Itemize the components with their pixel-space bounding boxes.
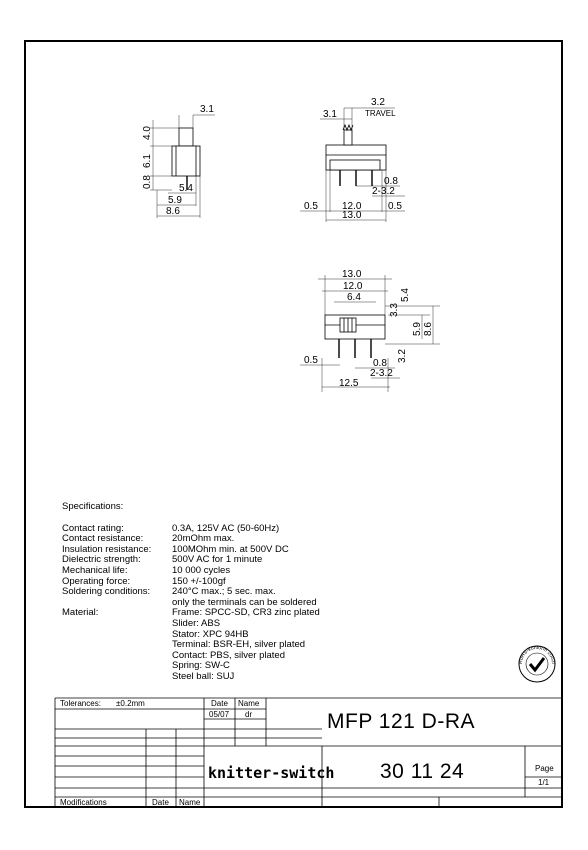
dim-label: 6.1 — [142, 154, 153, 168]
spec-row: Soldering conditions: 240°C max.; 5 sec. … — [62, 587, 320, 598]
spec-row: only the terminals can be soldered — [62, 596, 320, 609]
spec-value: 240°C max.; 5 sec. max. — [172, 586, 276, 598]
spec-label: Dielectric strength: — [62, 554, 141, 566]
dim-label: 5.9 — [412, 322, 423, 336]
spec-value: Stator: XPC 94HB — [172, 628, 249, 640]
dim-label: 3.1 — [323, 109, 337, 120]
mod-name-label: Name — [179, 798, 201, 807]
dim-label: 2-3.2 — [372, 186, 395, 197]
spec-row: Terminal: BSR-EH, silver plated — [62, 640, 320, 651]
date-value: 05/07 — [209, 710, 230, 719]
tolerances-value: ±0.2mm — [116, 699, 145, 708]
spec-row: Operating force: 150 +/-100gf — [62, 575, 320, 588]
spec-value: Contact: PBS, silver plated — [172, 649, 285, 661]
dim-label: 0.5 — [304, 355, 318, 366]
dim-label: 3.2 — [397, 349, 408, 363]
bottom-view — [300, 275, 440, 392]
dim-label: 8.6 — [166, 206, 180, 217]
spec-row: Contact resistance: 20mOhm max. — [62, 534, 320, 545]
side-view — [150, 114, 215, 218]
mod-date-label: Date — [152, 798, 169, 807]
spec-value: Spring: SW-C — [172, 660, 230, 672]
dim-label: 13.0 — [342, 269, 362, 280]
spec-label — [62, 672, 172, 683]
name-label: Name — [238, 699, 260, 708]
spec-label: Mechanical life: — [62, 564, 128, 576]
spec-row: Slider: ABS — [62, 617, 320, 630]
spec-label — [62, 661, 172, 672]
specifications: Specifications: Contact rating: 0.3A, 125… — [62, 501, 320, 683]
spec-label: Insulation resistance: — [62, 543, 152, 555]
dim-label: 12.5 — [339, 378, 359, 389]
dim-label: 0.8 — [384, 176, 398, 187]
title-block-grid — [54, 697, 562, 807]
dim-label: 3.3 — [389, 303, 400, 317]
spec-row: Mechanical life: 10 000 cycles — [62, 564, 320, 577]
dim-label: 12.0 — [342, 201, 362, 212]
page-label: Page — [535, 764, 554, 773]
brand-logo: knitter-switch — [208, 764, 335, 782]
spec-row: Dielectric strength: 500V AC for 1 minute — [62, 555, 320, 566]
spec-value: Frame: SPCC-SD, CR3 zinc plated — [172, 607, 320, 619]
dim-label: 8.6 — [423, 322, 434, 336]
spec-row: Steel ball: SUJ — [62, 670, 320, 683]
spec-row: Spring: SW-C — [62, 661, 320, 672]
spec-row: Stator: XPC 94HB — [62, 628, 320, 641]
dim-label: 13.0 — [342, 210, 362, 221]
dim-label: 5.4 — [179, 183, 193, 194]
spec-label: Contact rating: — [62, 522, 124, 534]
page-value: 1/1 — [538, 778, 550, 787]
part-number: 30 11 24 — [380, 760, 465, 783]
spec-value: Slider: ABS — [172, 617, 221, 629]
spec-label: Material: — [62, 607, 99, 619]
spec-label: Contact resistance: — [62, 533, 144, 545]
drawing-frame — [24, 40, 563, 808]
spec-label: Soldering conditions: — [62, 586, 151, 598]
spec-value: Steel ball: SUJ — [172, 670, 235, 682]
dim-label: 2-3.2 — [370, 368, 393, 379]
spec-value: 500V AC for 1 minute — [172, 554, 263, 566]
spec-value: 0.3A, 125V AC (50-60Hz) — [172, 522, 280, 534]
dim-label: 6.4 — [347, 292, 361, 303]
dim-label: 5.4 — [400, 288, 411, 302]
name-value: dr — [245, 710, 253, 719]
dim-label: 4.0 — [142, 126, 153, 140]
tolerances-label: Tolerances: — [60, 699, 101, 708]
modifications-label: Modifications — [60, 798, 107, 807]
spec-value: 100MOhm min. at 500V DC — [172, 543, 289, 555]
dim-label: 0.5 — [304, 201, 318, 212]
dim-label: 5.9 — [168, 195, 182, 206]
dim-label: 0.5 — [388, 201, 402, 212]
front-view — [300, 107, 405, 222]
dim-label: 0.8 — [373, 358, 387, 369]
dim-label: 3.2 — [371, 97, 385, 108]
spec-label — [62, 630, 172, 641]
spec-value: 150 +/-100gf — [172, 575, 226, 587]
spec-label — [62, 640, 172, 651]
date-label: Date — [211, 699, 228, 708]
spec-value: 20mOhm max. — [172, 533, 235, 545]
dim-label-travel: TRAVEL — [365, 109, 396, 118]
spec-value: 10 000 cycles — [172, 564, 231, 576]
spec-row: Material: Frame: SPCC-SD, CR3 zinc plated — [62, 608, 320, 619]
dim-label: 12.0 — [343, 281, 363, 292]
specifications-heading: Specifications: — [62, 501, 124, 512]
part-title: MFP 121 D-RA — [327, 710, 475, 733]
spec-row: Contact rating: 0.3A, 125V AC (50-60Hz) — [62, 522, 320, 535]
spec-label — [62, 651, 172, 662]
spec-row: Contact: PBS, silver plated — [62, 649, 320, 662]
spec-value: only the terminals can be soldered — [172, 596, 317, 608]
dim-label: 0.8 — [142, 175, 153, 189]
spec-row: Insulation resistance: 100MOhm min. at 50… — [62, 543, 320, 556]
spec-value: Terminal: BSR-EH, silver plated — [172, 639, 306, 651]
spec-label: Operating force: — [62, 575, 131, 587]
dim-label: 3.1 — [200, 104, 214, 115]
spec-label — [62, 619, 172, 630]
